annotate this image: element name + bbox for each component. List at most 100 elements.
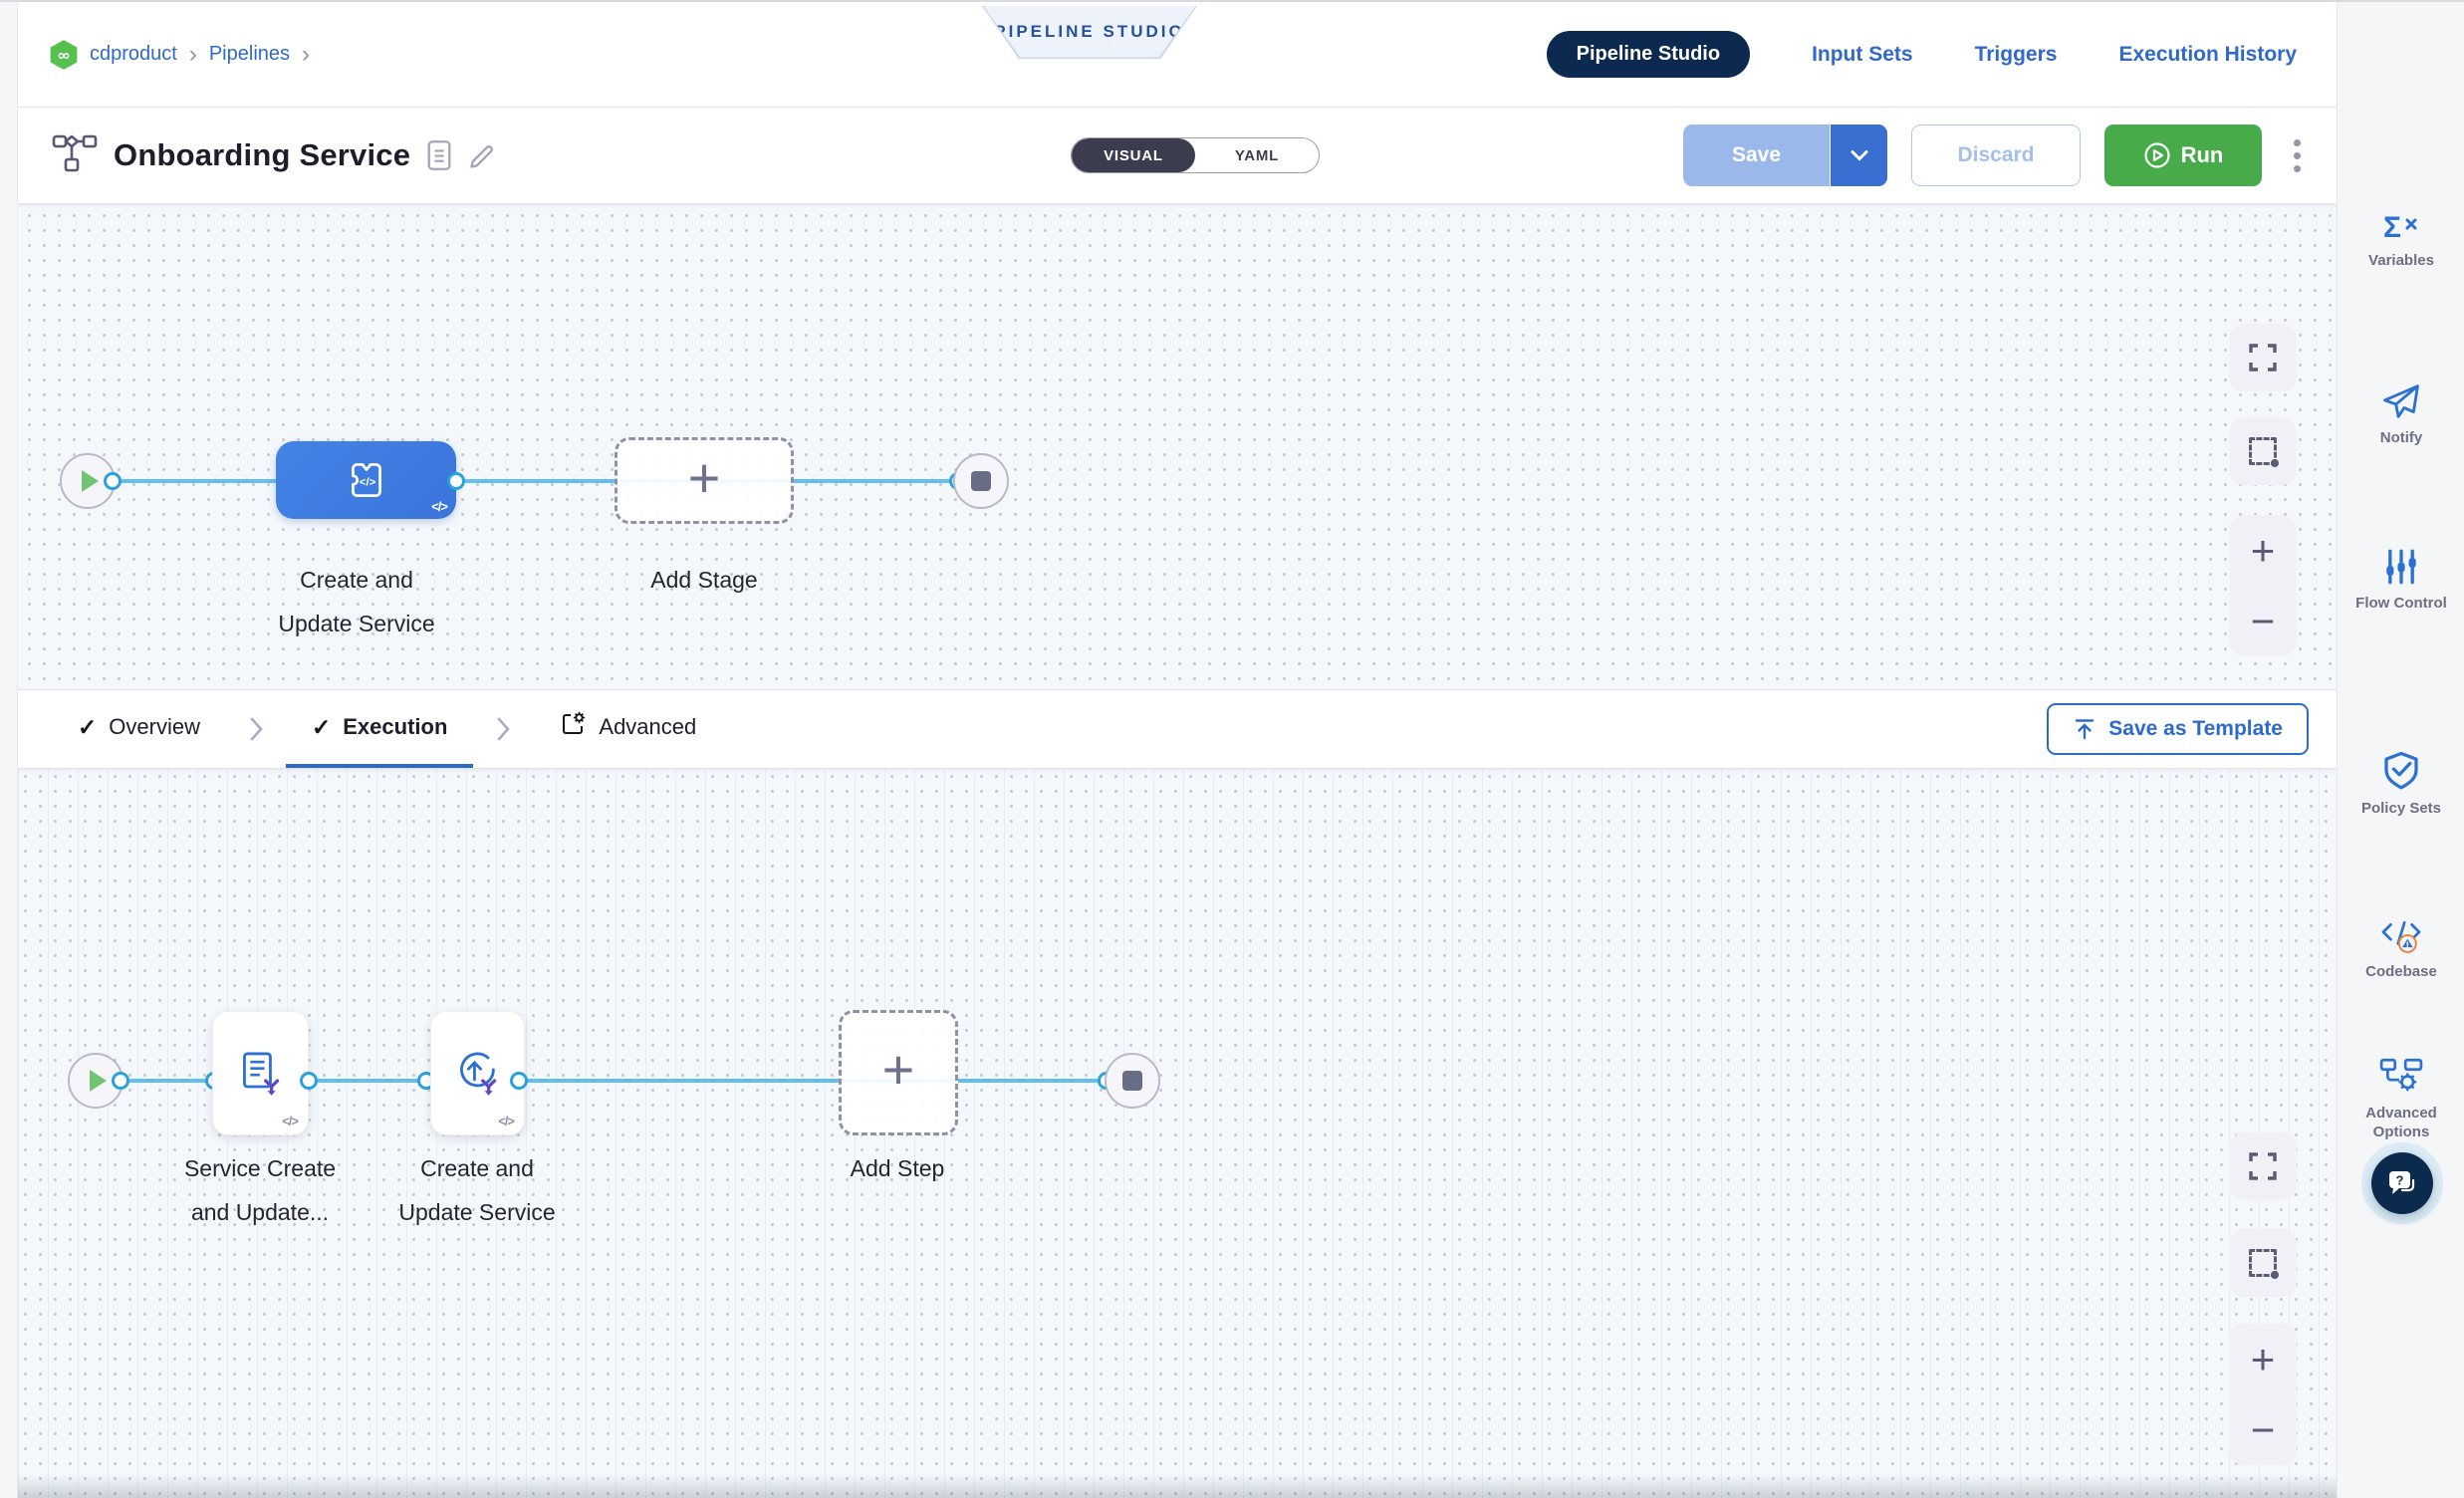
chevron-right-icon	[473, 714, 533, 744]
zoom-in-button[interactable]: +	[2250, 526, 2276, 574]
header-actions: Save Discard Run	[1683, 125, 2337, 186]
sidebar-item-variables[interactable]: Σ Variables	[2368, 211, 2434, 269]
save-as-template-button[interactable]: Save as Template	[2047, 703, 2309, 755]
script-step-icon	[242, 1051, 279, 1096]
tab-input-sets[interactable]: Input Sets	[1812, 42, 1913, 66]
execution-end-node[interactable]	[1105, 1053, 1160, 1109]
step2-label: Create and Update Service	[398, 1155, 556, 1225]
execution-graph-canvas[interactable]: </> </> + Service Create and Update... C…	[18, 769, 2337, 1498]
pipeline-studio-badge: PIPELINE STUDIO	[982, 6, 1197, 59]
sidebar-item-codebase[interactable]: Codebase	[2338, 918, 2464, 982]
sidebar-item-policy-sets[interactable]: Policy Sets	[2338, 751, 2464, 819]
step-node-create-and-update-service[interactable]: </>	[430, 1011, 525, 1135]
tab-advanced[interactable]: Advanced	[533, 690, 722, 768]
codebase-icon	[2381, 920, 2421, 953]
top-header-bar: ∞ cdproduct › Pipelines › PIPELINE STUDI…	[18, 2, 2337, 108]
tab-triggers[interactable]: Triggers	[1974, 42, 2058, 66]
svg-text:∞: ∞	[58, 45, 70, 64]
stage-node-create-and-update-service[interactable]: </> </>	[276, 441, 456, 519]
more-options-kebab-icon[interactable]	[2286, 133, 2309, 178]
sidebar-item-notify[interactable]: Notify	[2338, 382, 2464, 448]
advanced-settings-icon	[559, 710, 587, 744]
stop-square-icon	[1122, 1071, 1142, 1091]
pipeline-title-bar: Onboarding Service VISUAL YAML Save Disc…	[18, 108, 2337, 204]
save-split-button: Save	[1683, 125, 1887, 186]
right-utility-sidebar: Σ Variables Notify Flow Control Policy S…	[2337, 2, 2464, 1498]
connector-port[interactable]	[300, 1072, 318, 1090]
add-step-button[interactable]: +	[839, 1010, 958, 1135]
canvas-fullscreen-button[interactable]	[2229, 324, 2297, 391]
pipeline-end-node[interactable]	[953, 453, 1009, 509]
pipeline-flowchart-icon	[52, 133, 98, 178]
tab-execution[interactable]: ✓ Execution	[285, 690, 474, 768]
description-doc-icon[interactable]	[426, 139, 452, 171]
zoom-in-button[interactable]: +	[2250, 1335, 2276, 1382]
svg-text:</>: </>	[359, 477, 375, 489]
connector-port[interactable]	[447, 472, 465, 490]
sidebar-item-advanced-options[interactable]: Advanced Options	[2338, 1056, 2464, 1142]
advanced-options-flowchart-gear-icon	[2379, 1058, 2423, 1092]
canvas-bottom-shadow	[18, 1474, 2337, 1498]
discard-button[interactable]: Discard	[1911, 125, 2081, 186]
step-node-service-create-and-update[interactable]: </>	[212, 1011, 309, 1135]
pipeline-studio-badge-label: PIPELINE STUDIO	[994, 21, 1185, 41]
marquee-icon	[2249, 1249, 2279, 1279]
run-play-icon	[2144, 142, 2170, 168]
connector-port[interactable]	[104, 472, 122, 490]
collapsed-left-nav-rail[interactable]	[0, 2, 18, 1498]
canvas-fullscreen-button[interactable]	[2229, 1132, 2297, 1200]
connector-port[interactable]	[510, 1072, 528, 1090]
toggle-visual[interactable]: VISUAL	[1072, 138, 1195, 172]
stage-graph-canvas[interactable]: </> </> + Create and Update Service Add …	[18, 204, 2337, 689]
step-code-badge[interactable]: </>	[282, 1114, 299, 1128]
stage-label: Create and Update Service	[278, 567, 435, 636]
top-tabs: Pipeline Studio Input Sets Triggers Exec…	[1546, 31, 2337, 78]
add-stage-button[interactable]: +	[615, 437, 794, 524]
step1-label: Service Create and Update...	[183, 1155, 337, 1225]
run-button[interactable]: Run	[2104, 125, 2262, 186]
notify-paper-plane-icon	[2383, 384, 2419, 418]
tab-overview[interactable]: ✓ Overview	[78, 713, 200, 740]
custom-stage-icon: </>	[351, 463, 381, 497]
breadcrumb: ∞ cdproduct › Pipelines ›	[18, 39, 312, 71]
visual-yaml-toggle: VISUAL YAML	[1071, 137, 1320, 173]
zoom-out-button[interactable]: −	[2250, 1405, 2276, 1453]
breadcrumb-project-link[interactable]: cdproduct	[90, 43, 177, 65]
stop-square-icon	[971, 471, 991, 491]
breadcrumb-pipelines-link[interactable]: Pipelines	[208, 43, 291, 65]
start-play-icon	[90, 1070, 107, 1092]
save-button[interactable]: Save	[1683, 125, 1831, 186]
page-title: Onboarding Service	[114, 137, 411, 172]
chevron-right-icon	[226, 714, 286, 744]
toggle-yaml[interactable]: YAML	[1234, 146, 1280, 164]
step-code-badge[interactable]: </>	[498, 1114, 515, 1128]
variables-sigma-icon: Σ	[2383, 211, 2417, 243]
sidebar-item-flow-control[interactable]: Flow Control	[2338, 548, 2464, 614]
tab-pipeline-studio[interactable]: Pipeline Studio	[1546, 31, 1751, 78]
chat-question-icon: ?	[2389, 1171, 2415, 1194]
update-step-icon	[459, 1052, 496, 1096]
cd-module-icon: ∞	[48, 39, 80, 71]
stage-config-tabbar: ✓ Overview ✓ Execution Advanced Save as …	[18, 689, 2337, 769]
tab-execution-history[interactable]: Execution History	[2118, 42, 2297, 66]
stage-code-badge[interactable]: </>	[431, 499, 448, 514]
flow-control-sliders-icon	[2386, 549, 2416, 585]
edit-pencil-icon[interactable]	[468, 140, 498, 170]
help-chat-button[interactable]: ?	[2371, 1152, 2433, 1214]
canvas-multi-select-button[interactable]	[2229, 1229, 2297, 1297]
plus-icon: +	[687, 445, 721, 509]
svg-text:?: ?	[2396, 1173, 2404, 1188]
canvas-zoom-control: + −	[2229, 1324, 2297, 1465]
save-options-caret[interactable]	[1831, 125, 1887, 186]
zoom-out-button[interactable]: −	[2250, 597, 2276, 644]
marquee-icon	[2249, 437, 2279, 467]
check-icon: ✓	[311, 713, 332, 740]
check-icon: ✓	[78, 713, 98, 740]
canvas-multi-select-button[interactable]	[2229, 417, 2297, 485]
breadcrumb-separator: ›	[302, 40, 311, 68]
connector-port[interactable]	[112, 1072, 129, 1090]
upload-icon	[2076, 719, 2094, 740]
run-button-label: Run	[2180, 142, 2224, 167]
svg-text:Σ: Σ	[2383, 211, 2401, 243]
plus-icon: +	[881, 1038, 915, 1101]
